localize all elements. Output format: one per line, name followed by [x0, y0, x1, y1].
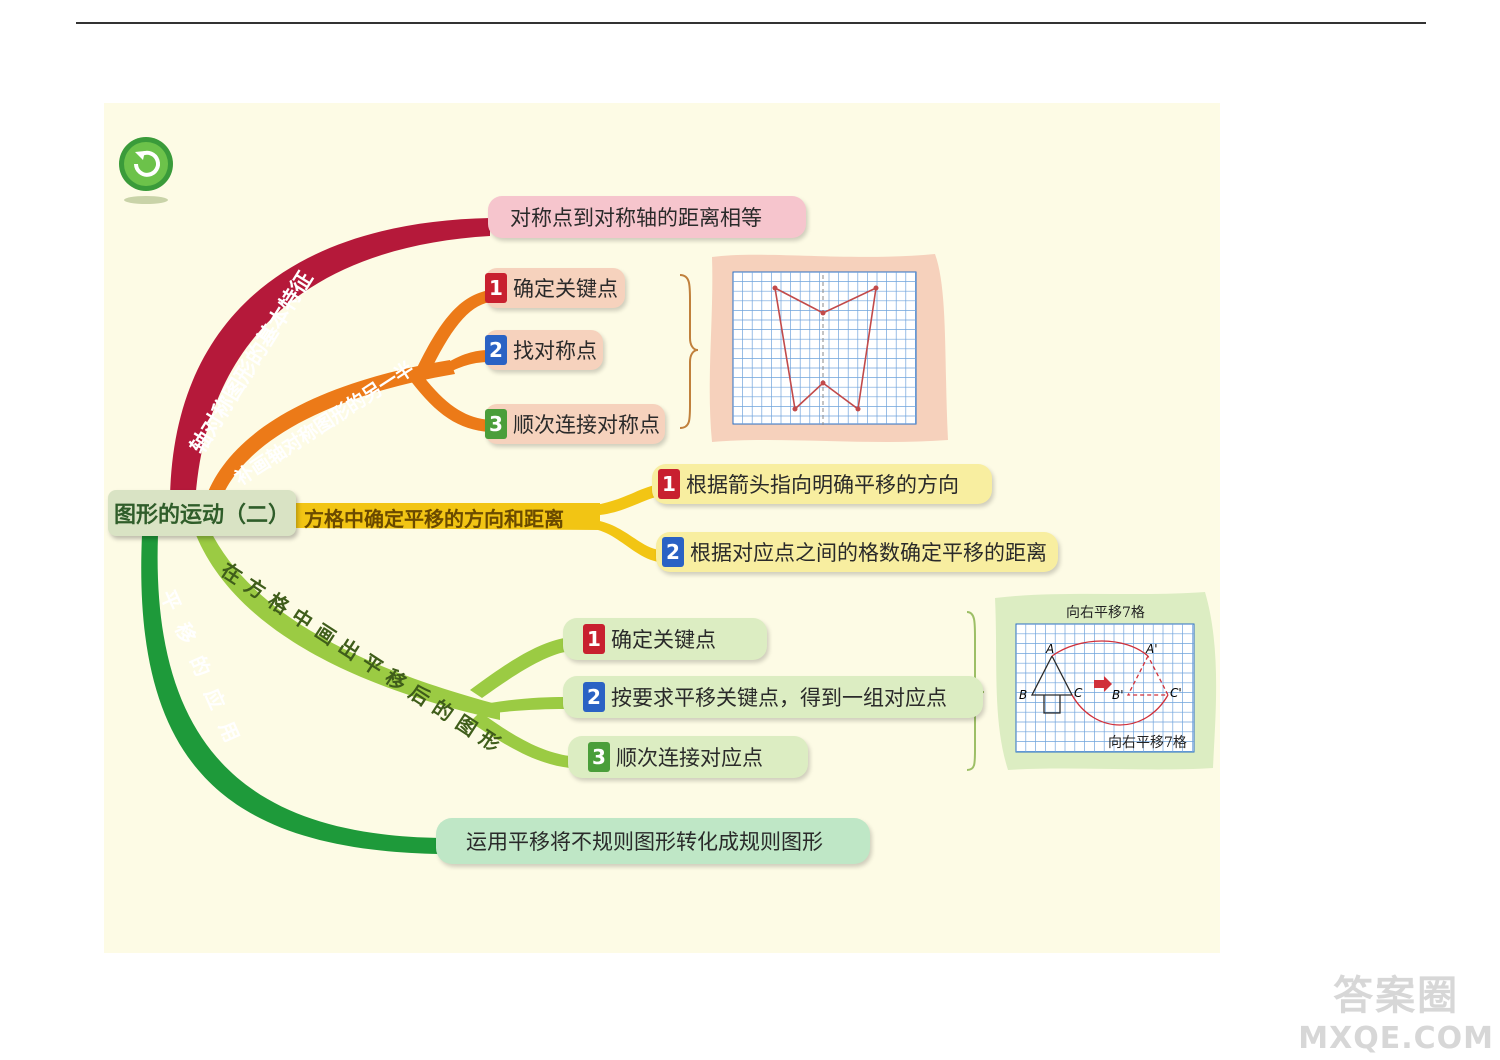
branch-orange-step3 [410, 372, 490, 432]
leaf-axis-feature[interactable]: 对称点到对称轴的距离相等 [488, 196, 806, 238]
grid-translation-step-1[interactable]: 1 根据箭头指向明确平移的方向 [652, 464, 992, 504]
branch-grid-translation [296, 503, 600, 530]
watermark-line1: 答案圈 [1333, 973, 1460, 1019]
step-number: 3 [485, 409, 507, 439]
complete-half-step-2[interactable]: 2 找对称点 [485, 330, 603, 370]
leaf-translation-use[interactable]: 运用平移将不规则图形转化成规则图形 [436, 818, 870, 864]
step-text: 确定关键点 [611, 628, 716, 652]
step-number: 2 [662, 537, 684, 567]
grid-translation-step-2[interactable]: 2 根据对应点之间的格数确定平移的距离 [656, 532, 1058, 572]
point-label-b-prime: B' [1112, 688, 1124, 702]
translation-arc-bottom [1071, 694, 1169, 726]
translated-figure [1126, 655, 1170, 696]
branch-draw-translated [196, 530, 500, 720]
step-text: 找对称点 [513, 339, 597, 363]
top-rule [76, 22, 1426, 24]
symmetry-grid-background [732, 271, 917, 425]
original-stem [1043, 695, 1061, 714]
point-label-c-prime: C' [1170, 686, 1182, 700]
branch-translation-use [141, 535, 440, 854]
step-number: 1 [658, 469, 680, 499]
translation-title-bottom: 向右平移7格 [1108, 735, 1187, 751]
branch-label-grid-translation: 方格中确定平移的方向和距离 [304, 507, 564, 531]
branch-yellow-step1 [595, 484, 660, 515]
complete-half-step-3[interactable]: 3 顺次连接对称点 [485, 404, 665, 444]
branch-orange-step1 [415, 290, 490, 376]
translation-arrow-icon [1094, 676, 1112, 692]
translation-title-top: 向右平移7格 [1066, 605, 1145, 621]
branch-yellow-step2 [595, 520, 660, 562]
brace-axis [679, 274, 699, 429]
watermark: 答案圈 MXQE.COM [1298, 963, 1494, 1056]
original-figure [1030, 655, 1074, 696]
point-label-a: A [1046, 642, 1055, 656]
step-text: 按要求平移关键点，得到一组对应点 [611, 686, 947, 710]
draw-translated-step-1[interactable]: 1 确定关键点 [563, 618, 767, 660]
step-text: 根据箭头指向明确平移的方向 [686, 473, 959, 497]
branch-orange-step2 [445, 350, 490, 372]
branch-lgreen-step2 [490, 697, 565, 713]
step-text: 根据对应点之间的格数确定平移的距离 [690, 541, 1047, 565]
leaf-translation-use-text: 运用平移将不规则图形转化成规则图形 [466, 830, 823, 854]
point-label-b: B [1019, 688, 1028, 702]
step-number: 1 [485, 273, 507, 303]
translation-arc-top [1051, 640, 1149, 657]
step-text: 顺次连接对称点 [513, 413, 660, 437]
draw-translated-step-2[interactable]: 2 按要求平移关键点，得到一组对应点 [563, 676, 983, 718]
step-number: 3 [588, 742, 610, 772]
central-node[interactable]: 图形的运动（二） [108, 490, 296, 536]
step-number: 1 [583, 624, 605, 654]
step-text: 确定关键点 [513, 277, 618, 301]
restart-icon[interactable] [118, 130, 174, 206]
step-number: 2 [485, 335, 507, 365]
step-number: 2 [583, 682, 605, 712]
point-label-a-prime: A' [1146, 642, 1158, 656]
branch-lgreen-step3 [470, 712, 570, 768]
draw-translated-step-3[interactable]: 3 顺次连接对应点 [568, 736, 808, 778]
symmetry-grid [732, 271, 917, 425]
leaf-axis-feature-text: 对称点到对称轴的距离相等 [510, 206, 762, 230]
branch-complete-half [205, 360, 455, 502]
point-label-c: C [1074, 686, 1083, 700]
brace-translate [966, 611, 985, 771]
branch-lgreen-step1 [470, 638, 565, 698]
complete-half-step-1[interactable]: 1 确定关键点 [485, 268, 625, 308]
watermark-line2: MXQE.COM [1298, 1021, 1494, 1056]
step-text: 顺次连接对应点 [616, 746, 763, 770]
branch-axis-feature [170, 218, 490, 505]
